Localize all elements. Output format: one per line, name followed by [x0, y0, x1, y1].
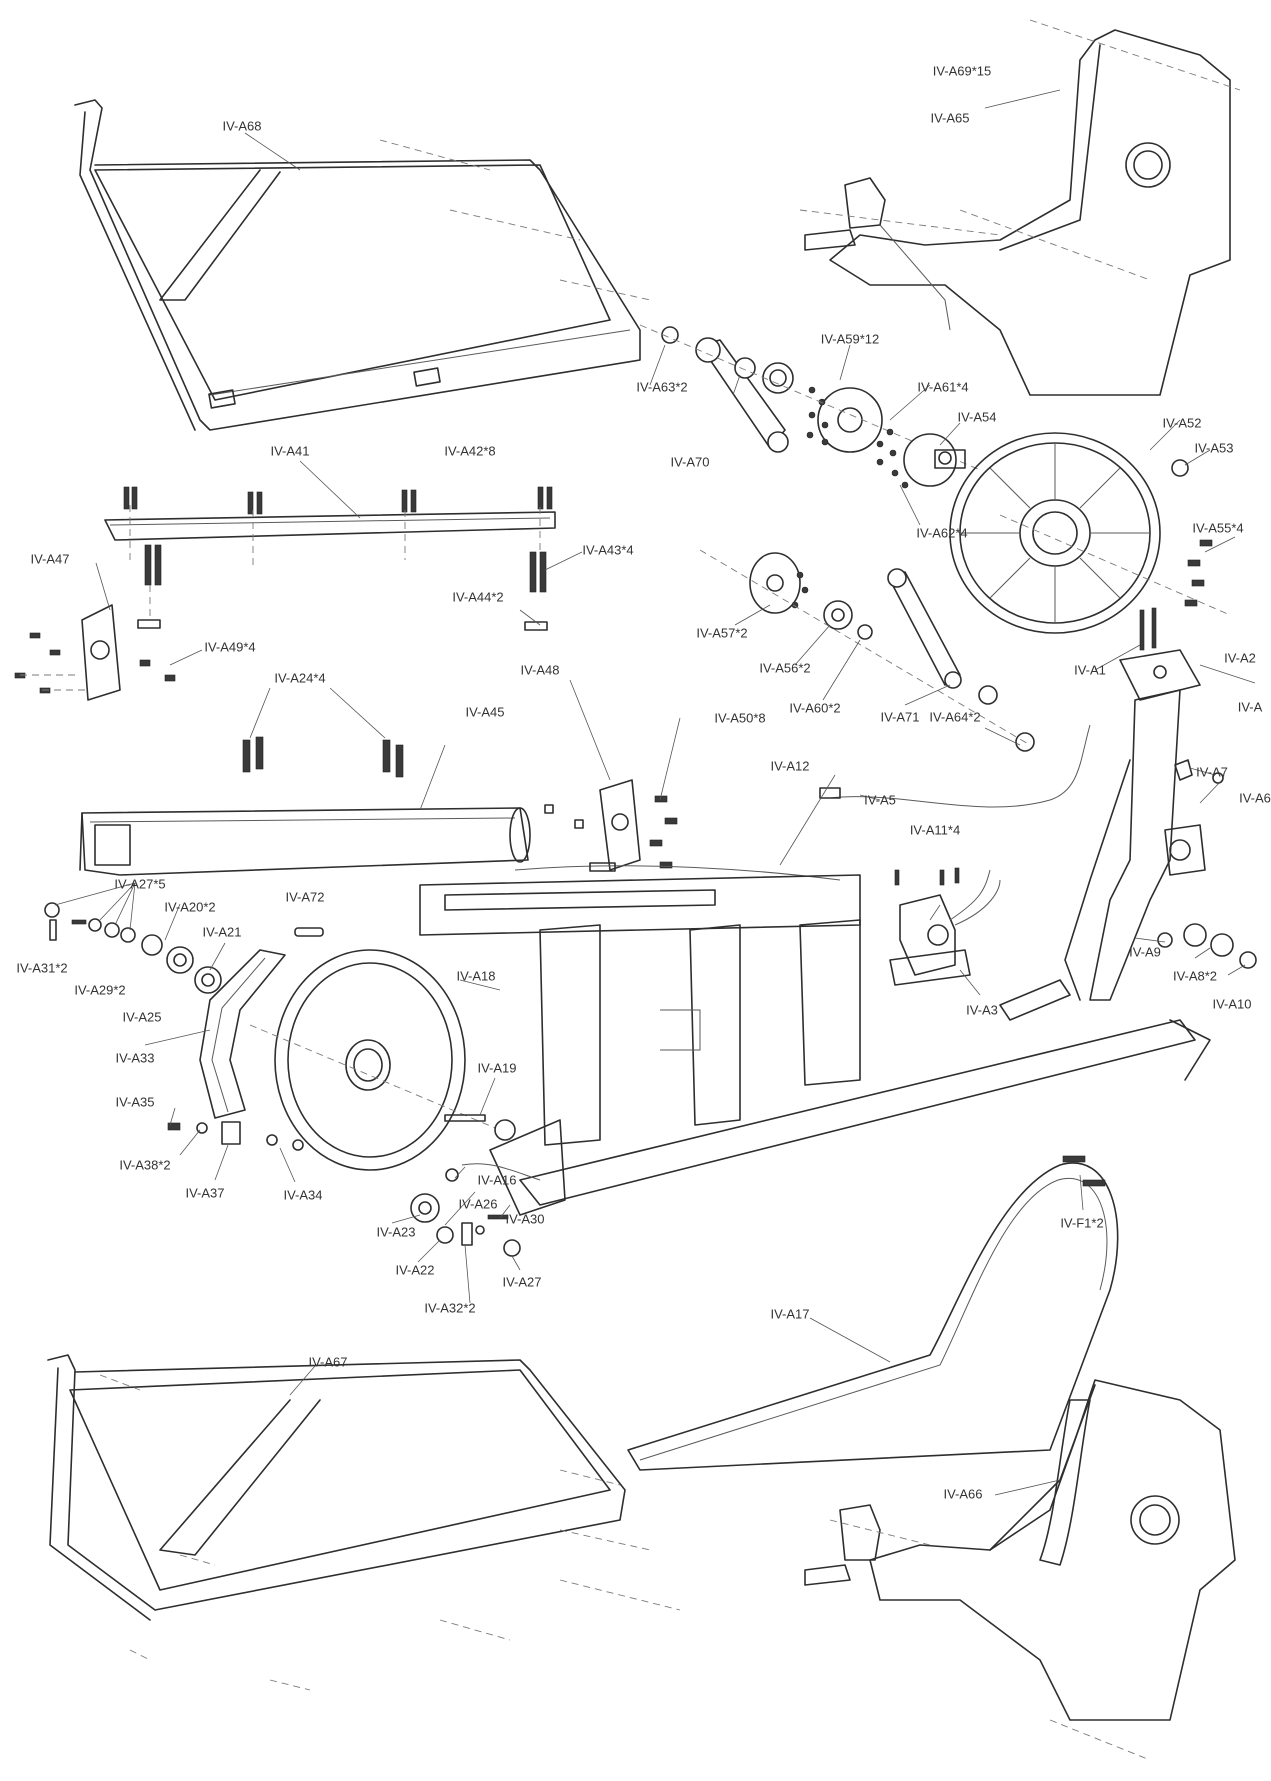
- cover-a65-drawing: [799, 19, 1241, 396]
- label-a5: IV-A5: [864, 792, 896, 808]
- label-a55: IV-A55*4: [1192, 520, 1244, 536]
- hub-a54-drawing: [876, 428, 966, 489]
- tube-a45-drawing: [79, 807, 531, 876]
- label-a16: IV-A16: [477, 1172, 517, 1188]
- label-a11: IV-A11*4: [909, 822, 961, 838]
- label-a42: IV-A42*8: [444, 443, 496, 459]
- label-a24: IV-A24*4: [274, 670, 326, 686]
- label-a34: IV-A34: [283, 1187, 323, 1203]
- label-a21: IV-A21: [202, 924, 242, 940]
- label-a17: IV-A17: [770, 1306, 810, 1322]
- label-a2: IV-A2: [1224, 650, 1256, 666]
- label-a49: IV-A49*4: [204, 639, 256, 655]
- label-f1: IV-F1*2: [1060, 1215, 1104, 1231]
- cover-a66-drawing: [804, 1379, 1236, 1761]
- label-a29: IV-A29*2: [74, 982, 126, 998]
- label-a67: IV-A67: [308, 1354, 348, 1370]
- label-a23: IV-A23: [376, 1224, 416, 1240]
- label-a48: IV-A48: [520, 662, 560, 678]
- label-a35: IV-A35: [115, 1094, 155, 1110]
- label-a22: IV-A22: [395, 1262, 435, 1278]
- label-a65: IV-A65: [930, 110, 970, 126]
- label-a: IV-A: [1237, 699, 1263, 715]
- label-a12: IV-A12: [770, 758, 810, 774]
- label-a63: IV-A63*2: [636, 379, 688, 395]
- sensor-box-a3-drawing: [889, 867, 1001, 986]
- label-a31: IV-A31*2: [16, 960, 68, 976]
- bracket-a47-drawing: [14, 604, 176, 701]
- label-a33: IV-A33: [115, 1050, 155, 1066]
- label-a60: IV-A60*2: [789, 700, 841, 716]
- cover-a68-drawing: [74, 99, 651, 431]
- upright-column-drawing: [1064, 607, 1206, 1001]
- crank-a70-assembly-drawing: [639, 324, 981, 471]
- right-small-parts-drawing: [999, 759, 1257, 1021]
- bolts-a24-drawing: [242, 736, 404, 778]
- toothed-belt-a33-drawing: [199, 927, 324, 1119]
- label-a9: IV-A9: [1129, 944, 1161, 960]
- label-a69: IV-A69*15: [932, 63, 992, 79]
- label-a26: IV-A26: [458, 1196, 498, 1212]
- label-a66: IV-A66: [943, 1486, 983, 1502]
- label-a64: IV-A64*2: [929, 709, 981, 725]
- label-a50: IV-A50*8: [714, 710, 766, 726]
- label-a30: IV-A30: [505, 1211, 545, 1227]
- flywheel-a18-drawing: [249, 949, 516, 1171]
- cover-a67-drawing: [47, 1354, 681, 1691]
- crank-a71-assembly-drawing: [699, 549, 1035, 752]
- label-a45: IV-A45: [465, 704, 505, 720]
- label-a41: IV-A41: [270, 443, 310, 459]
- label-a54: IV-A54: [957, 409, 997, 425]
- drive-belt-a17-drawing: [627, 1155, 1119, 1471]
- label-a72: IV-A72: [285, 889, 325, 905]
- label-a20: IV-A20*2: [164, 899, 216, 915]
- label-a19: IV-A19: [477, 1060, 517, 1076]
- label-a8: IV-A8*2: [1172, 968, 1218, 984]
- label-a27: IV-A27: [502, 1274, 542, 1290]
- label-a6: IV-A6: [1239, 790, 1271, 806]
- label-a32: IV-A32*2: [424, 1300, 476, 1316]
- plate-a41-drawing: [104, 486, 556, 631]
- label-a70: IV-A70: [670, 454, 710, 470]
- label-a44: IV-A44*2: [452, 589, 504, 605]
- label-a61: IV-A61*4: [917, 379, 969, 395]
- label-a37: IV-A37: [185, 1185, 225, 1201]
- pulley-a52-drawing: [949, 432, 1231, 634]
- label-a59: IV-A59*12: [820, 331, 880, 347]
- label-a18: IV-A18: [456, 968, 496, 984]
- label-a71: IV-A71: [880, 709, 920, 725]
- label-a3: IV-A3: [966, 1002, 998, 1018]
- leader-lines: [54, 89, 1256, 1496]
- label-a10: IV-A10: [1212, 996, 1252, 1012]
- label-a1: IV-A1: [1074, 662, 1106, 678]
- label-a62: IV-A62*4: [916, 525, 968, 541]
- label-a43: IV-A43*4: [582, 542, 634, 558]
- label-a52: IV-A52: [1162, 415, 1202, 431]
- label-a7: IV-A7: [1196, 764, 1228, 780]
- label-a47: IV-A47: [30, 551, 70, 567]
- label-a56: IV-A56*2: [759, 660, 811, 676]
- main-frame-drawing: [419, 874, 1211, 1216]
- label-a57: IV-A57*2: [696, 625, 748, 641]
- idler-parts-drawing: [44, 902, 304, 1151]
- label-a25: IV-A25: [122, 1009, 162, 1025]
- tensioner-assembly-drawing: [410, 1163, 541, 1257]
- label-a38: IV-A38*2: [119, 1157, 171, 1173]
- bracket-a48-drawing: [544, 779, 678, 871]
- label-a27x5: IV-A27*5: [114, 876, 166, 892]
- label-a53: IV-A53: [1194, 440, 1234, 456]
- label-a68: IV-A68: [222, 118, 262, 134]
